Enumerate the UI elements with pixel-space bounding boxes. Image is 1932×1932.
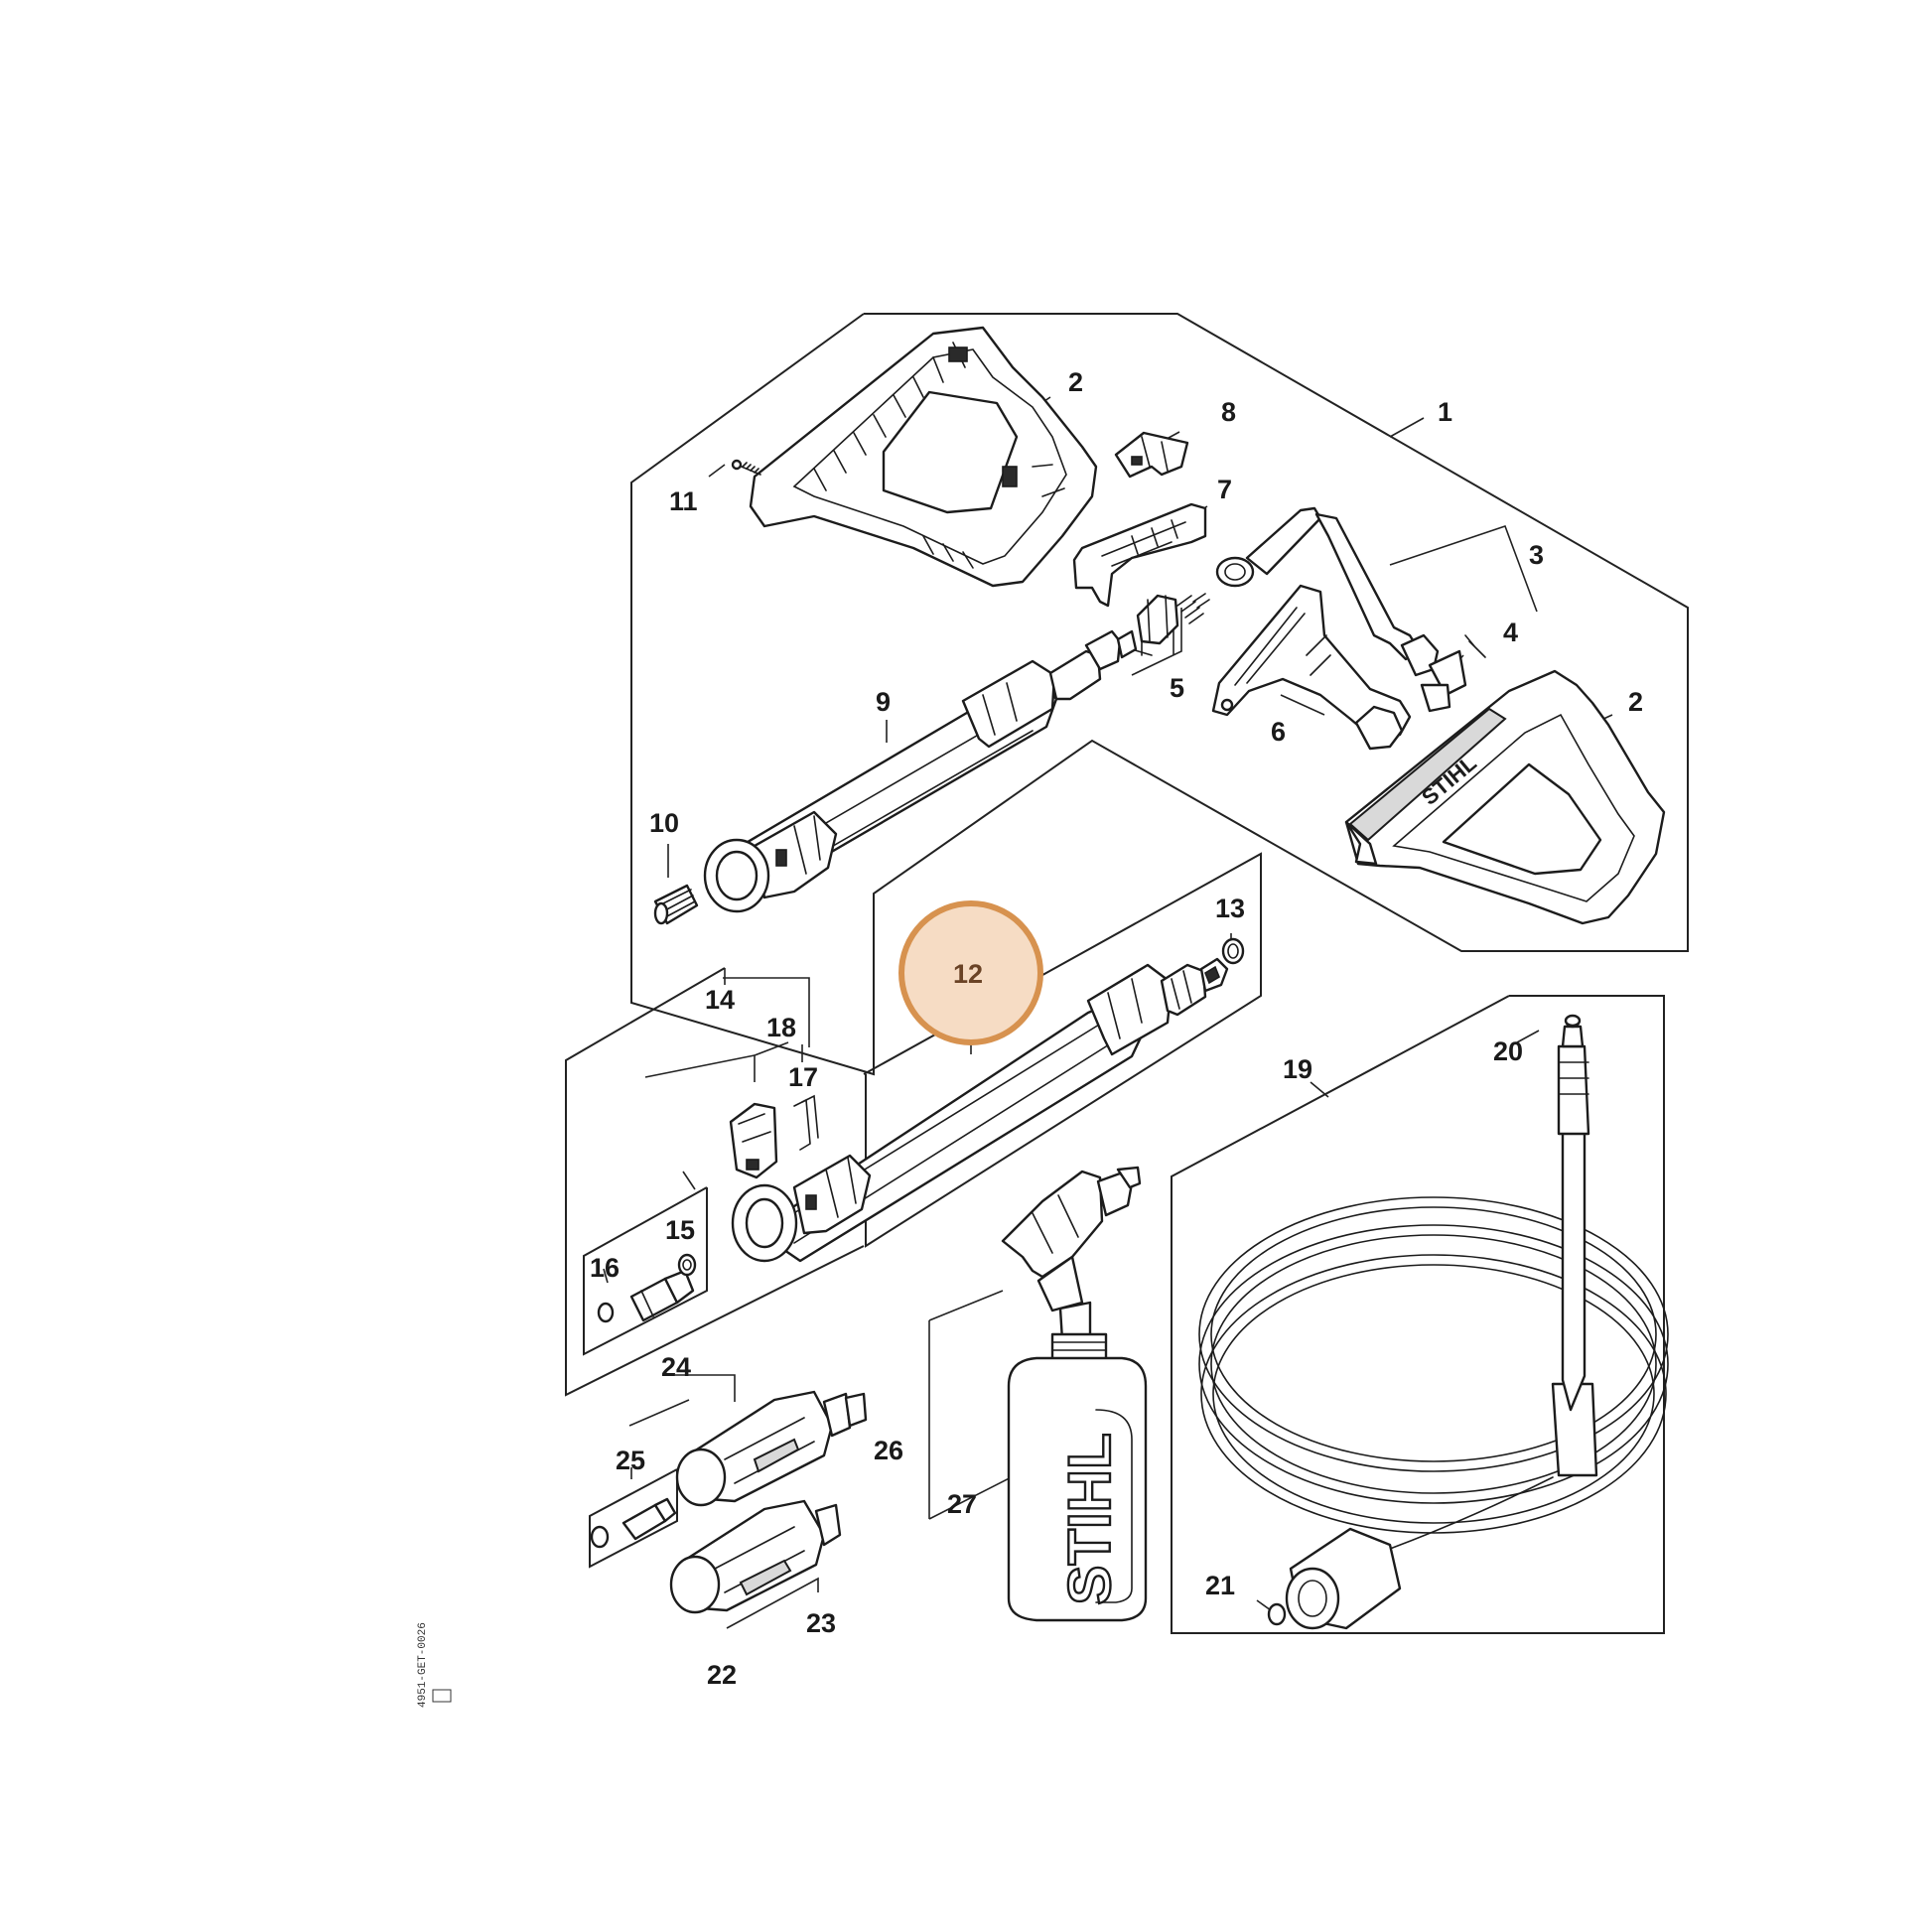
part-16-nozzle-fitting bbox=[597, 1269, 695, 1323]
part-7-trigger bbox=[1072, 502, 1207, 608]
part-13-o-ring bbox=[1221, 937, 1245, 965]
part-12-lance bbox=[731, 957, 1229, 1263]
part-23-rotary-nozzle bbox=[669, 1499, 842, 1614]
part-25-nozzle-fitting bbox=[590, 1497, 677, 1549]
label-23: 23 bbox=[806, 1608, 836, 1638]
drawing-code-text: 4951-GET-0026 bbox=[417, 1622, 429, 1708]
label-15: 15 bbox=[665, 1215, 695, 1245]
label-20: 20 bbox=[1493, 1036, 1523, 1066]
frame-assembly-15-16 bbox=[583, 1186, 708, 1356]
frame-assembly-19 bbox=[1171, 995, 1665, 1634]
position-labels: 1 2 2 3 4 5 6 7 8 9 10 11 12 13 14 15 16… bbox=[590, 367, 1643, 1690]
part-10-nozzle-insert bbox=[653, 884, 699, 925]
part-2-handle-shell-right: STIHL bbox=[1344, 669, 1666, 925]
part-26-foam-nozzle bbox=[1001, 1166, 1142, 1342]
label-17: 17 bbox=[788, 1062, 818, 1092]
highlight-part-12 bbox=[898, 900, 1043, 1045]
part-24-turbo-nozzle bbox=[675, 1390, 868, 1507]
part-20-o-ring bbox=[1564, 1014, 1582, 1028]
label-22: 22 bbox=[707, 1660, 737, 1690]
part-3-valve-tube bbox=[1215, 506, 1440, 677]
assembly-frames bbox=[565, 313, 1689, 1634]
part-11-screw bbox=[731, 459, 761, 476]
part-19-hose bbox=[1198, 1017, 1669, 1630]
label-18: 18 bbox=[766, 1013, 796, 1042]
frame-assembly-25 bbox=[589, 1468, 678, 1569]
label-1: 1 bbox=[1438, 397, 1452, 427]
label-26: 26 bbox=[874, 1436, 903, 1465]
label-5: 5 bbox=[1170, 673, 1184, 703]
part-2-handle-shell-left bbox=[749, 326, 1098, 588]
frame-assembly-1 bbox=[630, 313, 1689, 1076]
label-3: 3 bbox=[1529, 540, 1544, 570]
label-27: 27 bbox=[947, 1489, 977, 1519]
part-6-valve-housing bbox=[1211, 584, 1412, 751]
part-15-o-ring bbox=[677, 1253, 697, 1277]
label-12: 12 bbox=[953, 959, 983, 989]
label-8: 8 bbox=[1221, 397, 1236, 427]
part-9-lance-extension bbox=[703, 629, 1138, 913]
part-18-clip bbox=[729, 1102, 778, 1179]
bottle-brand-text: STIHL bbox=[1056, 1433, 1123, 1604]
label-6: 6 bbox=[1271, 717, 1286, 747]
label-2-top: 2 bbox=[1068, 367, 1083, 397]
label-19: 19 bbox=[1283, 1054, 1312, 1084]
label-2-right: 2 bbox=[1628, 687, 1643, 717]
part-8-trigger-lock bbox=[1114, 431, 1189, 479]
part-4-spring-clip bbox=[1420, 634, 1486, 713]
label-16: 16 bbox=[590, 1253, 620, 1283]
part-17-pin bbox=[793, 1094, 819, 1151]
label-10: 10 bbox=[649, 808, 679, 838]
part-5-valve bbox=[1131, 593, 1210, 656]
drawing-code: 4951-GET-0026 bbox=[417, 1622, 452, 1708]
label-13: 13 bbox=[1215, 894, 1245, 923]
label-21: 21 bbox=[1205, 1571, 1235, 1600]
frame-assembly-14 bbox=[565, 967, 865, 1397]
label-24: 24 bbox=[661, 1352, 691, 1382]
part-21-o-ring bbox=[1267, 1602, 1287, 1626]
label-7: 7 bbox=[1217, 475, 1232, 504]
label-14: 14 bbox=[705, 985, 735, 1015]
label-25: 25 bbox=[616, 1446, 645, 1475]
label-4: 4 bbox=[1503, 618, 1518, 647]
part-27-foam-bottle: STIHL bbox=[1007, 1332, 1148, 1622]
label-11: 11 bbox=[669, 486, 698, 516]
label-9: 9 bbox=[876, 687, 891, 717]
